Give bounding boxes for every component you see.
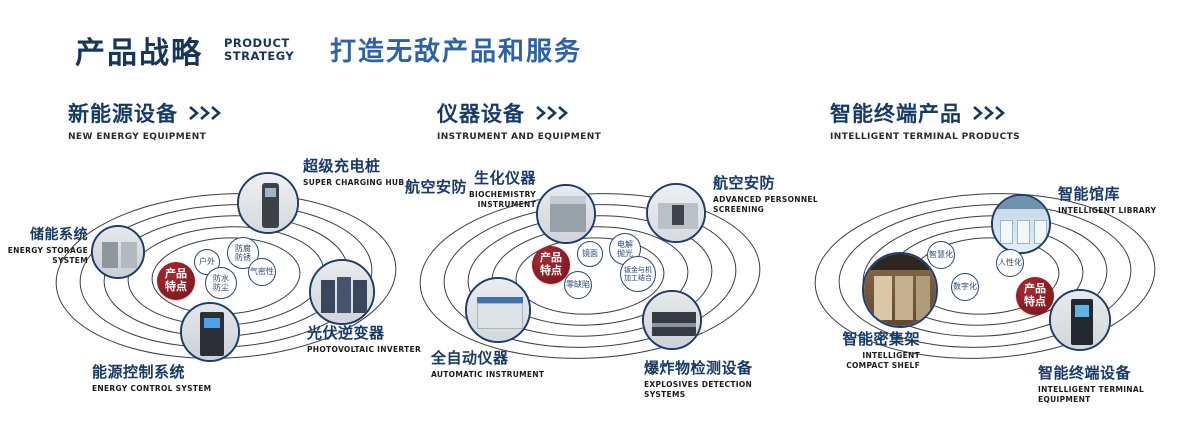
feature-badge: 产品特点: [1016, 277, 1054, 315]
product-label-aviation-security-left: 航空安防: [405, 178, 468, 196]
feature-bubble: 零缺陷: [564, 271, 592, 299]
feature-bubble: 钣金与机加工结合: [620, 256, 656, 292]
product-photo-biochemistry-instrument: [536, 184, 596, 244]
section-title: 仪器设备: [437, 102, 525, 126]
product-label-energy-control-system: 能源控制系统 ENERGY CONTROL SYSTEM: [92, 363, 212, 393]
feature-bubble: 数字化: [951, 273, 979, 301]
product-label-energy-storage: 储能系统 ENERGY STORAGE SYSTEM: [7, 227, 88, 265]
section-header-new-energy: 新能源设备 NEW ENERGY EQUIPMENT: [68, 98, 224, 142]
product-label-automatic-instrument: 全自动仪器 AUTOMATIC INSTRUMENT: [431, 349, 545, 379]
product-label-photovoltaic-inverter: 光伏逆变器 PHOTOVOLTAIC INVERTER: [307, 324, 422, 354]
section-title: 智能终端产品: [830, 102, 962, 126]
feature-bubble: 气密性: [248, 258, 276, 286]
section-header-instruments: 仪器设备 INSTRUMENT AND EQUIPMENT: [437, 98, 601, 142]
product-photo-automatic-instrument: [465, 277, 531, 343]
product-label-biochemistry-instrument: 生化仪器 BIOCHEMISTRY INSTRUMENT: [469, 169, 536, 209]
product-label-super-charging-hub: 超级充电桩 SUPER CHARGING HUB: [303, 157, 405, 187]
product-photo-advanced-personnel-screening: [646, 183, 706, 243]
page-title-en-line1: PRODUCT: [224, 36, 290, 50]
product-photo-photovoltaic-inverter: [309, 259, 375, 325]
product-photo-intelligent-compact-shelf: [862, 252, 938, 328]
section-title: 新能源设备: [68, 102, 178, 126]
product-label-intelligent-terminal-equipment: 智能终端设备 INTELLIGENT TERMINAL EQUIPMENT: [1038, 364, 1145, 404]
product-photo-intelligent-terminal-equipment: [1049, 289, 1111, 351]
feature-badge: 产品特点: [532, 246, 570, 284]
feature-bubble: 镜面: [577, 241, 603, 267]
feature-badge-label: 产品特点: [165, 267, 187, 293]
product-label-explosives-detection: 爆炸物检测设备 EXPLOSIVES DETECTION SYSTEMS: [644, 359, 753, 399]
product-photo-intelligent-library: [991, 194, 1051, 254]
product-photo-explosives-detection: [642, 290, 702, 350]
page-title: 产品战略: [75, 36, 203, 71]
tagline: 打造无敌产品和服务: [330, 37, 583, 67]
product-label-aviation-security-right: 航空安防 ADVANCED PERSONNEL SCREENING: [713, 174, 818, 214]
page-title-en: PRODUCT STRATEGY: [224, 37, 294, 62]
product-photo-energy-storage: [91, 225, 145, 279]
triple-chevron-icon: [972, 106, 1008, 120]
triple-chevron-icon: [535, 106, 571, 120]
feature-badge: 产品特点: [157, 262, 195, 300]
section-header-intelligent-terminal: 智能终端产品 INTELLIGENT TERMINAL PRODUCTS: [830, 98, 1020, 142]
product-label-intelligent-library: 智能馆库 INTELLIGENT LIBRARY: [1058, 185, 1157, 215]
section-subtitle: INSTRUMENT AND EQUIPMENT: [437, 132, 602, 142]
product-photo-super-charging-hub: [237, 172, 299, 234]
section-subtitle: INTELLIGENT TERMINAL PRODUCTS: [830, 132, 1020, 142]
page-title-en-line2: STRATEGY: [224, 48, 295, 63]
feature-bubble: 人性化: [996, 249, 1024, 277]
feature-badge-label: 产品特点: [1024, 282, 1046, 308]
feature-badge-label: 产品特点: [540, 251, 562, 277]
feature-bubble: 防水防尘: [205, 267, 237, 299]
section-subtitle: NEW ENERGY EQUIPMENT: [68, 132, 207, 142]
product-label-intelligent-compact-shelf: 智能密集架 INTELLIGENT COMPACT SHELF: [842, 330, 920, 370]
product-photo-energy-control-system: [180, 302, 240, 362]
feature-bubble: 智慧化: [927, 241, 955, 269]
triple-chevron-icon: [188, 106, 224, 120]
